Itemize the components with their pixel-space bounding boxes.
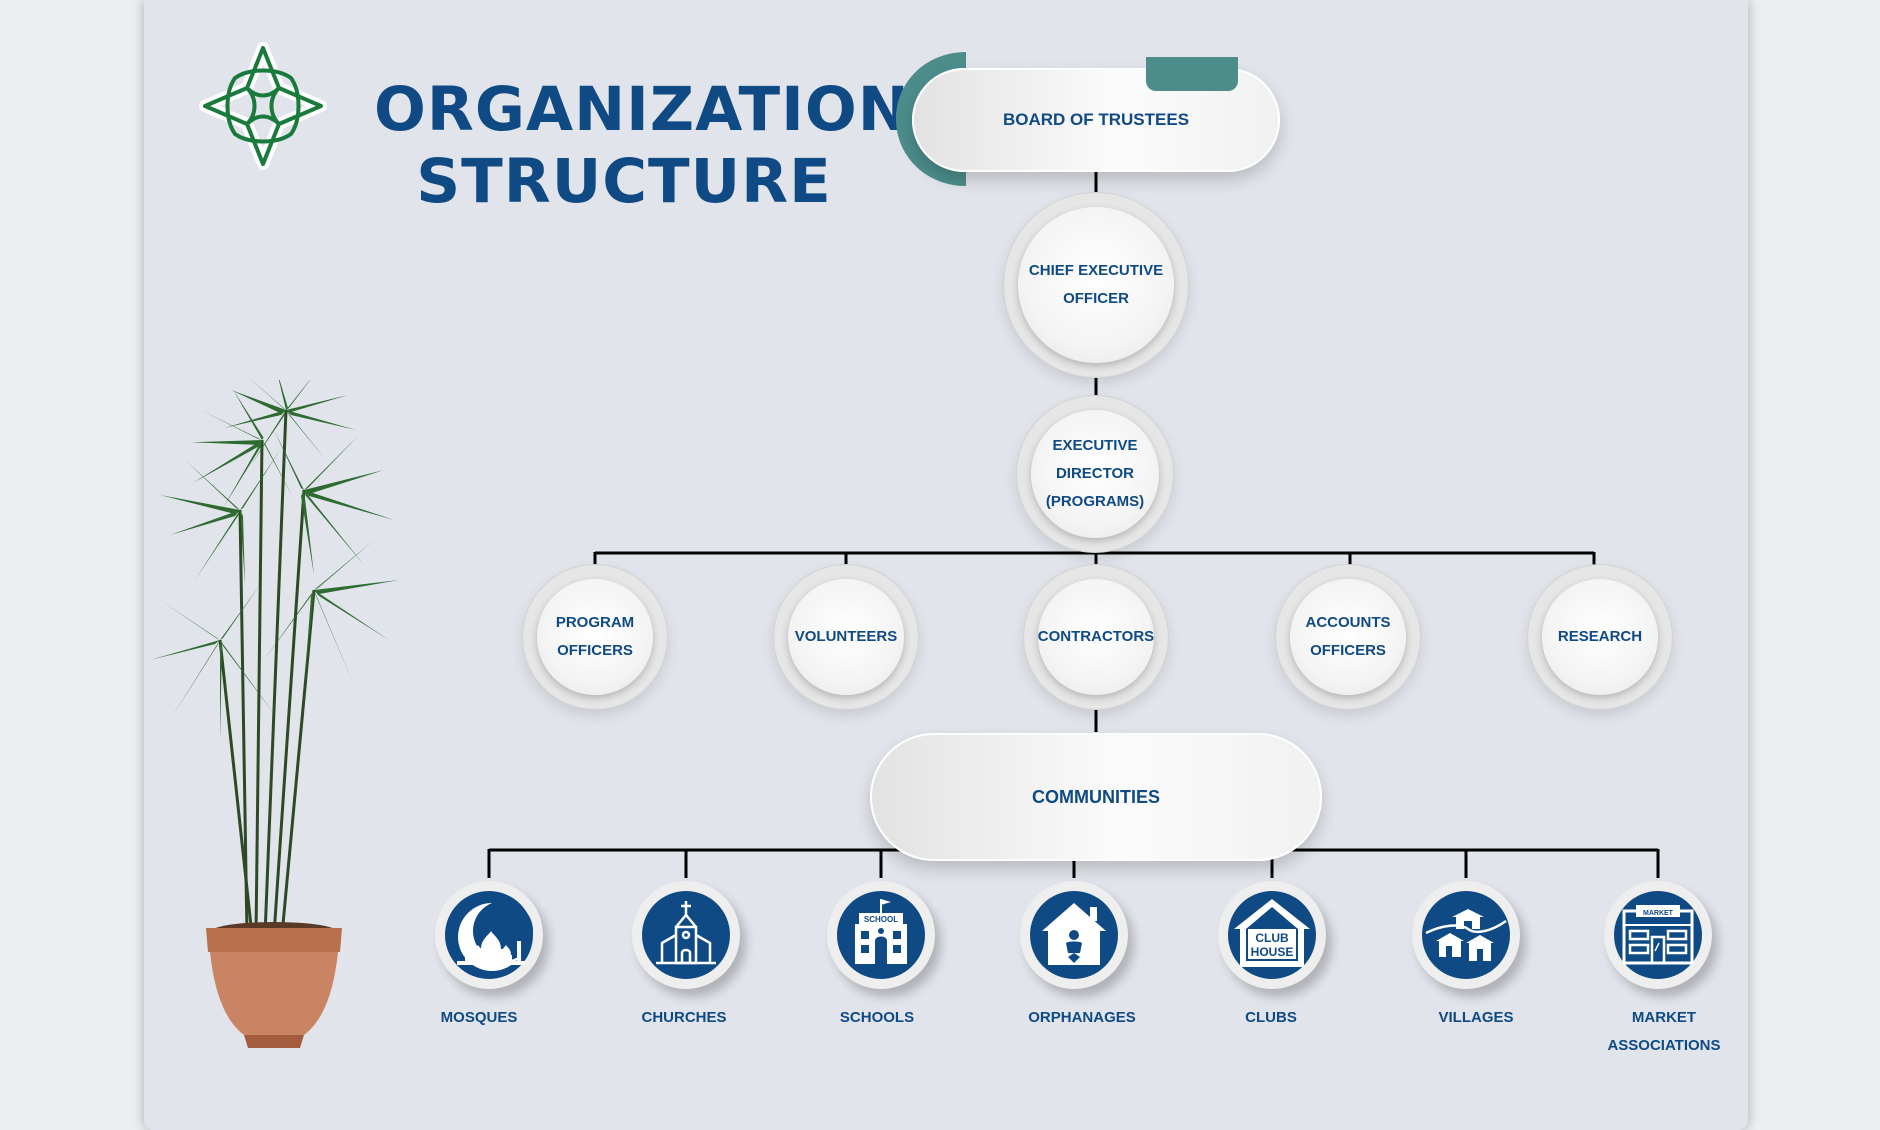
orphanage-icon xyxy=(1042,903,1106,965)
community-type-label: CLUBS xyxy=(1245,1009,1297,1026)
village-huts-icon xyxy=(1425,909,1507,961)
community-type-label: SCHOOLS xyxy=(839,1009,915,1026)
club-house-sign-text: HOUSE xyxy=(1251,945,1294,959)
department-disc xyxy=(788,579,904,695)
market-icon: MARKET xyxy=(1622,905,1694,965)
node-department: RESEARCH xyxy=(1557,628,1643,645)
school-sign-text: SCHOOL xyxy=(864,915,898,924)
node-executive-director-disc xyxy=(1031,410,1159,538)
community-type-label: VILLAGES xyxy=(1438,1009,1514,1026)
community-type-label: MARKET ASSOCIATIONS xyxy=(1607,1009,1721,1054)
department-disc xyxy=(1542,579,1658,695)
community-icon-disc xyxy=(632,881,740,989)
potted-palm-plant-icon xyxy=(150,380,399,1048)
community-icon-disc xyxy=(435,881,543,989)
node-department: PROGRAM OFFICERS xyxy=(555,614,635,659)
org-chart-slide: ORGANIZATION STRUCTURE xyxy=(144,0,1748,1130)
mosque-icon xyxy=(457,901,533,971)
community-icon-disc: MARKET xyxy=(1604,881,1712,989)
department-disc xyxy=(1290,579,1406,695)
community-icon-background xyxy=(1422,891,1510,979)
board-teal-accent xyxy=(896,52,966,186)
community-icon-disc: SCHOOL xyxy=(827,881,935,989)
connector-lines xyxy=(487,172,1660,878)
node-department: CONTRACTORS xyxy=(1037,628,1155,645)
community-type-label: MOSQUES xyxy=(440,1009,518,1026)
node-communities: COMMUNITIES xyxy=(870,733,1322,861)
node-ceo: CHIEF EXECUTIVE OFFICER xyxy=(1028,262,1164,307)
church-icon xyxy=(656,901,716,965)
department-disc xyxy=(1038,579,1154,695)
node-department: VOLUNTEERS xyxy=(794,628,898,645)
board-teal-tab-overlay xyxy=(1146,57,1238,91)
department-disc xyxy=(537,579,653,695)
community-type-label: ORPHANAGES xyxy=(1028,1009,1136,1026)
node-executive-director: EXECUTIVE DIRECTOR (PROGRAMS) xyxy=(1045,437,1145,510)
community-icon-disc xyxy=(1412,881,1520,989)
school-icon: SCHOOL xyxy=(855,899,907,964)
page-title-line-1: ORGANIZATION xyxy=(374,74,910,145)
node-department: ACCOUNTS OFFICERS xyxy=(1305,614,1391,659)
node-ceo-disc xyxy=(1018,207,1174,363)
community-type-label: CHURCHES xyxy=(641,1009,727,1026)
market-sign-text: MARKET xyxy=(1643,910,1674,917)
community-icon-disc xyxy=(1020,881,1128,989)
green-knot-logo-icon xyxy=(199,42,327,170)
page-title-line-2: STRUCTURE xyxy=(416,146,832,217)
club-house-sign-text: CLUB xyxy=(1255,931,1289,945)
